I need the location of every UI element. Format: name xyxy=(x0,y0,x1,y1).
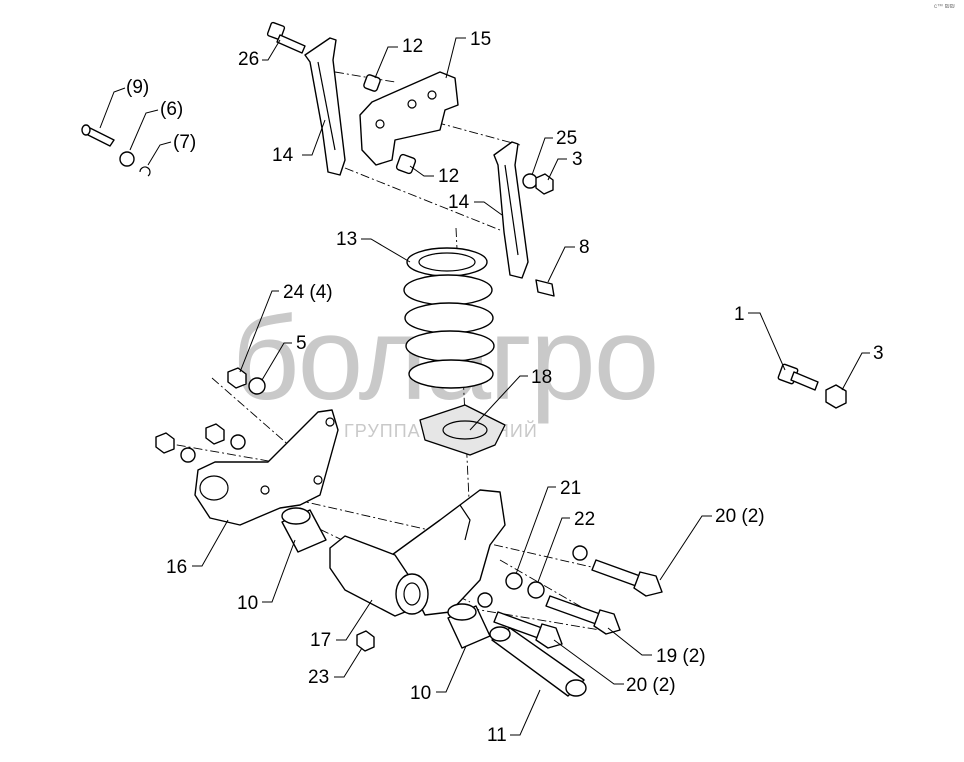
label-part-10-left: 10 xyxy=(237,593,259,614)
part-washer-21 xyxy=(505,572,523,590)
part-washer-left-a xyxy=(180,447,196,463)
label-part-22: 22 xyxy=(574,509,596,530)
part-bushing-10-left xyxy=(281,507,327,553)
leader-lines xyxy=(99,37,870,736)
part-washer-extra xyxy=(572,545,588,561)
label-part-19: 19 (2) xyxy=(656,646,706,667)
part-bushing-12-bottom xyxy=(395,153,417,175)
part-washer-6 xyxy=(119,151,135,167)
label-part-3-right: 3 xyxy=(873,343,884,364)
label-part-3-top: 3 xyxy=(572,149,583,170)
label-part-14-left: 14 xyxy=(272,145,294,166)
part-nut-left-b xyxy=(205,423,225,445)
part-lever-14-left xyxy=(304,37,346,176)
part-washer-22 xyxy=(527,581,545,599)
part-bolt-20-lower xyxy=(493,611,563,649)
label-part-7: (7) xyxy=(173,132,197,153)
part-bolt-1 xyxy=(777,363,819,391)
part-bushing-12-top xyxy=(363,74,381,92)
part-washer-extra-2 xyxy=(477,592,493,608)
part-pin-9 xyxy=(81,124,115,147)
part-nut-left-a xyxy=(155,432,175,454)
part-bolt-20-upper xyxy=(591,559,663,597)
part-nut-23 xyxy=(356,630,375,652)
label-part-12-top: 12 xyxy=(402,36,424,57)
part-pin-8 xyxy=(535,279,555,297)
label-part-15: 15 xyxy=(470,29,492,50)
label-part-26: 26 xyxy=(238,49,260,70)
part-nut-3-right xyxy=(825,384,847,409)
label-part-23: 23 xyxy=(308,667,330,688)
label-part-16: 16 xyxy=(166,557,188,578)
label-part-14-right: 14 xyxy=(448,192,470,213)
part-clip-7 xyxy=(139,166,151,177)
label-part-24: 24 (4) xyxy=(283,282,333,303)
label-part-6: (6) xyxy=(160,99,184,120)
label-part-9: (9) xyxy=(126,77,150,98)
label-part-11: 11 xyxy=(487,725,507,746)
part-bracket-16 xyxy=(194,409,339,526)
part-nut-24 xyxy=(227,367,247,389)
part-tube-11 xyxy=(489,626,587,697)
part-plate-15 xyxy=(359,71,459,166)
part-washer-5 xyxy=(248,377,266,395)
part-spring-13 xyxy=(403,247,495,389)
label-part-20-lower: 20 (2) xyxy=(626,675,676,696)
label-part-17: 17 xyxy=(310,630,332,651)
corner-mark: с™ ₪₪ xyxy=(934,4,955,10)
label-part-1: 1 xyxy=(734,304,745,325)
label-part-12-bottom: 12 xyxy=(438,166,460,187)
label-part-20-upper: 20 (2) xyxy=(715,506,765,527)
label-part-13: 13 xyxy=(336,229,358,250)
label-part-5: 5 xyxy=(296,333,307,354)
part-nut-3-top xyxy=(535,173,554,195)
label-part-21: 21 xyxy=(560,478,582,499)
label-part-25: 25 xyxy=(556,128,578,149)
part-arm-17 xyxy=(329,489,506,617)
label-part-8: 8 xyxy=(579,237,590,258)
part-washer-left-b xyxy=(230,434,246,450)
part-washer-25 xyxy=(522,173,538,189)
label-part-10-right: 10 xyxy=(410,683,432,704)
part-seat-18 xyxy=(419,404,506,456)
label-part-18: 18 xyxy=(531,367,553,388)
part-bolt-26 xyxy=(266,21,306,54)
